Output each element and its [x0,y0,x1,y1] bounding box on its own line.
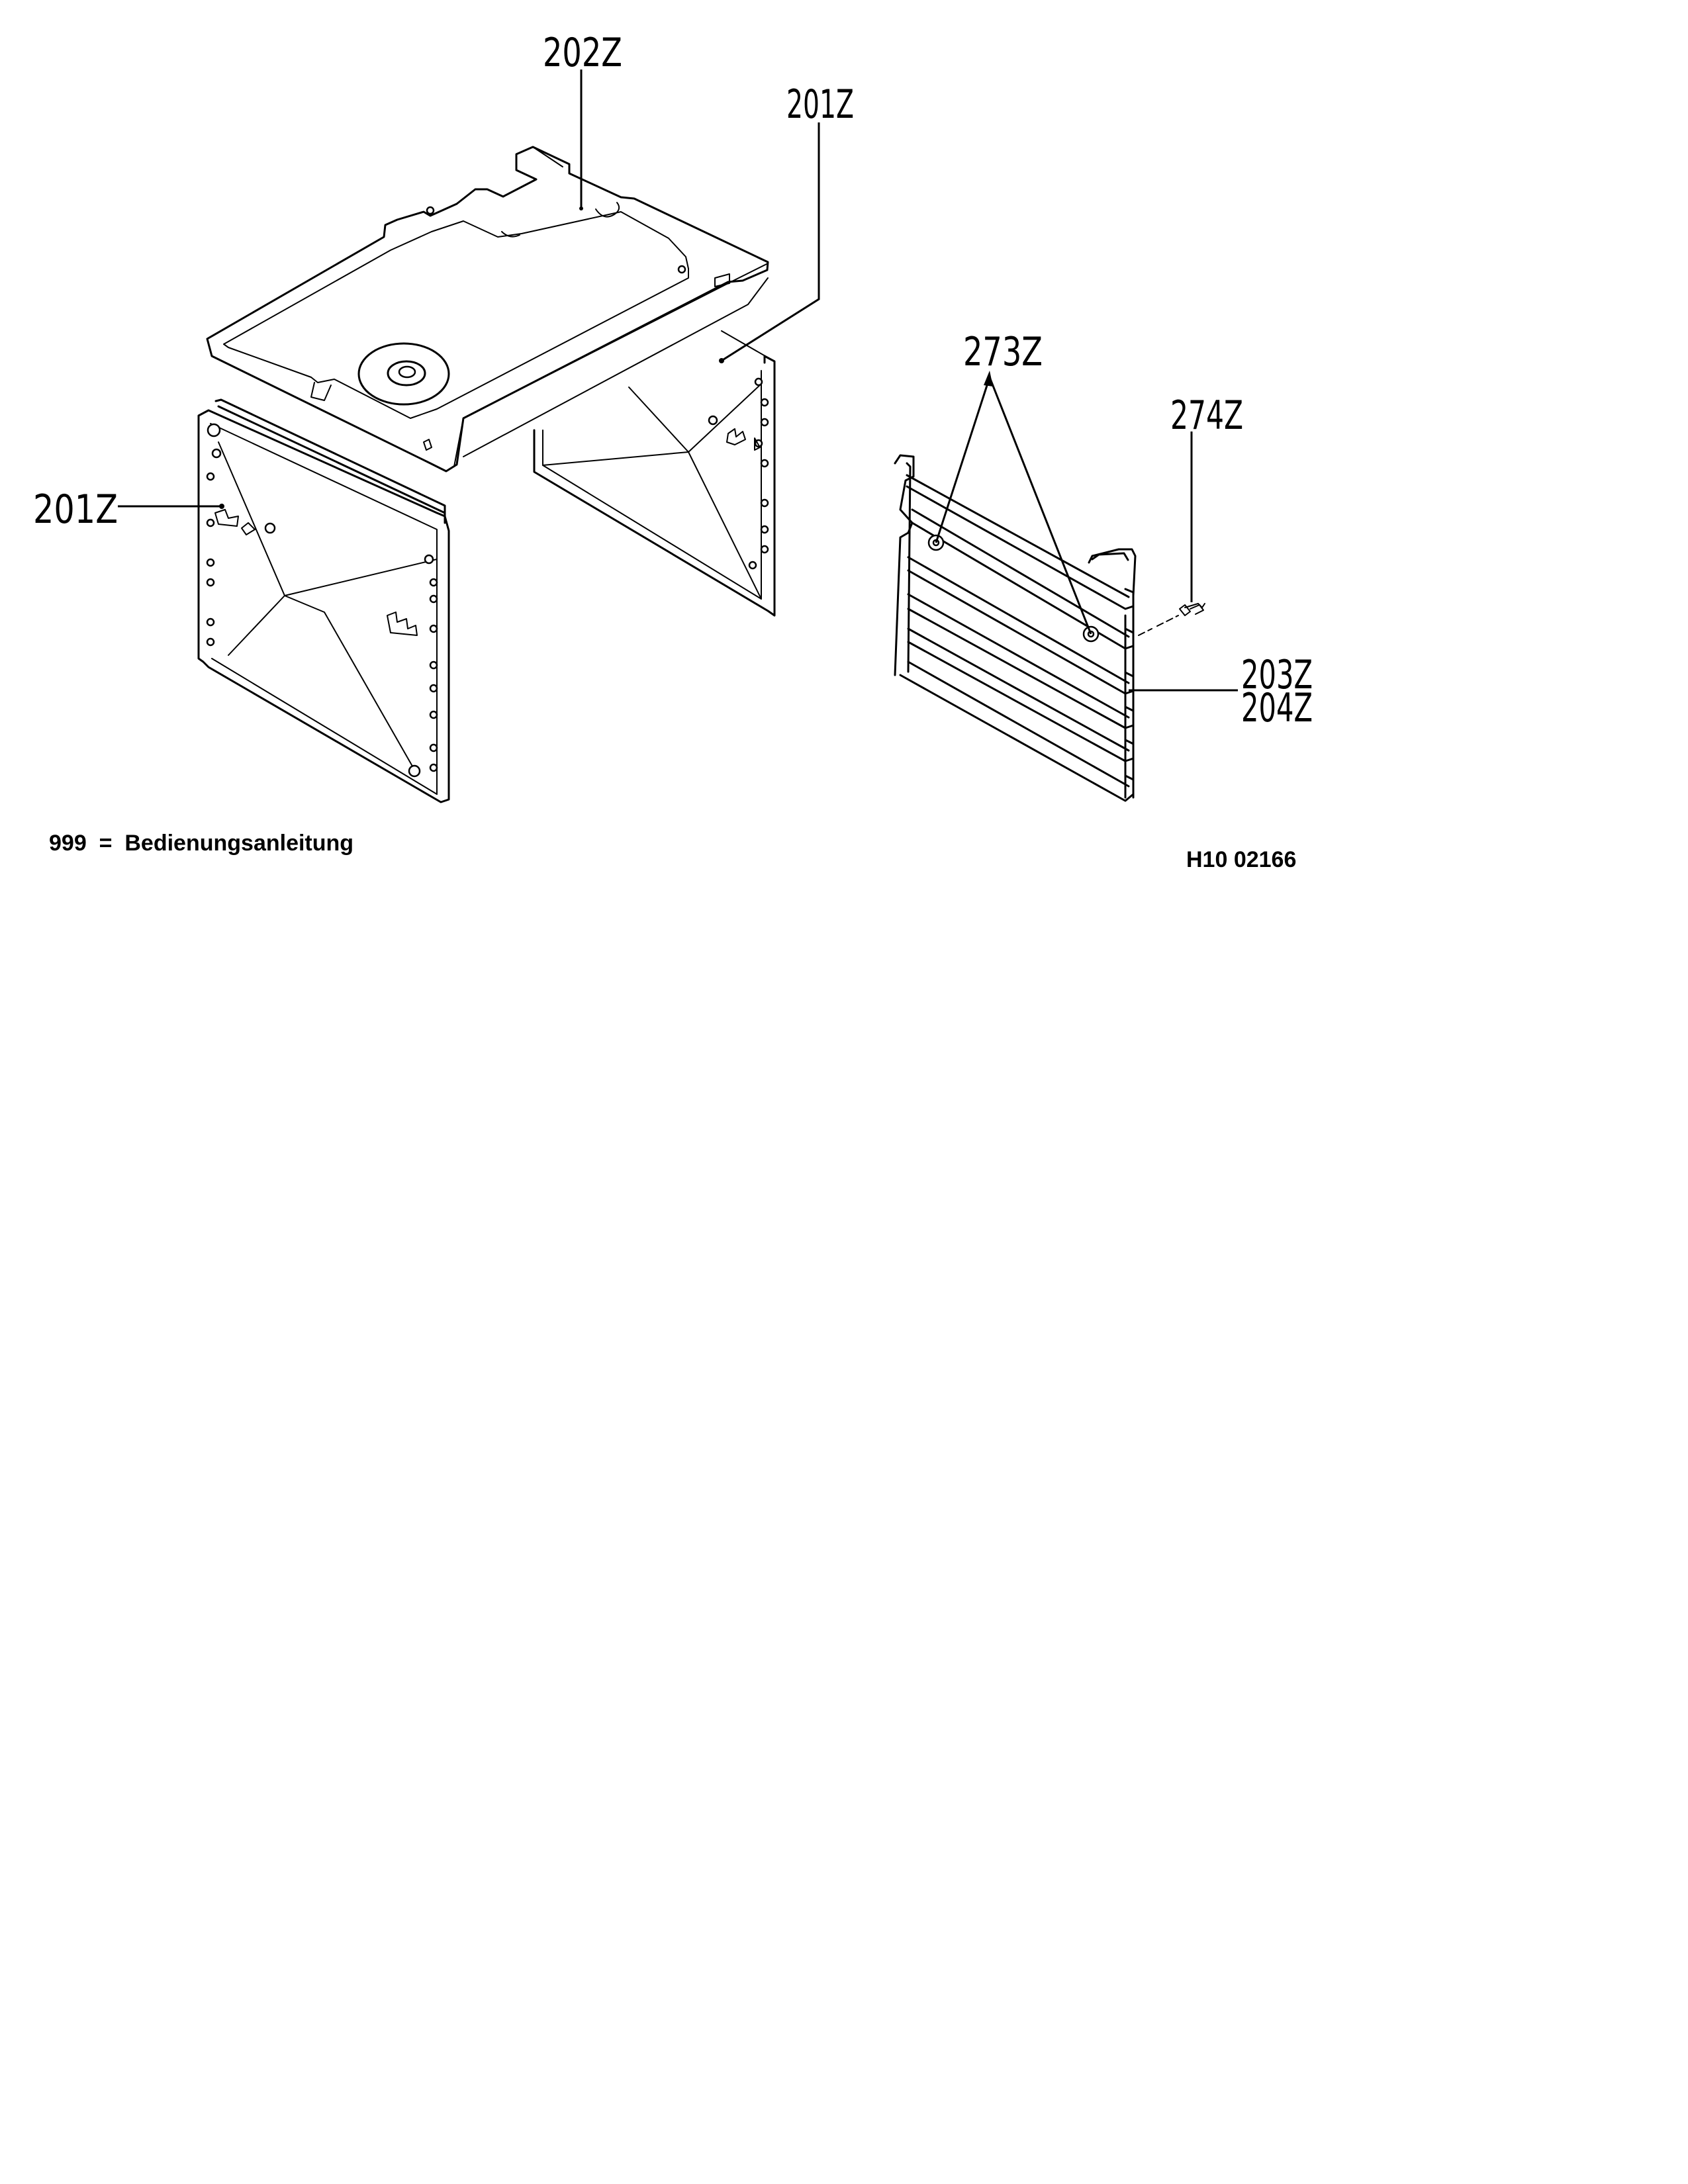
leader-lines [118,69,1238,692]
label-202z: 202Z [543,30,622,76]
left-side-panel-part [197,398,450,803]
screw-part [1138,603,1205,636]
label-273z: 273Z [963,329,1043,375]
part-labels: 202Z 201Z 201Z 273Z 274Z 203Z 204Z [33,30,1313,731]
label-274z: 274Z [1170,392,1243,439]
shelf-rack-part [894,454,1137,802]
right-side-panel-part [533,330,776,617]
drawing-number: H10 02166 [1186,847,1296,872]
top-panel-part [206,146,769,473]
label-204z: 204Z [1241,685,1313,731]
legend-text: 999 = Bedienungsanleitung [49,831,353,856]
label-201z-left: 201Z [33,486,118,533]
label-203z: 203Z [1241,652,1313,698]
label-201z-right: 201Z [786,81,854,128]
